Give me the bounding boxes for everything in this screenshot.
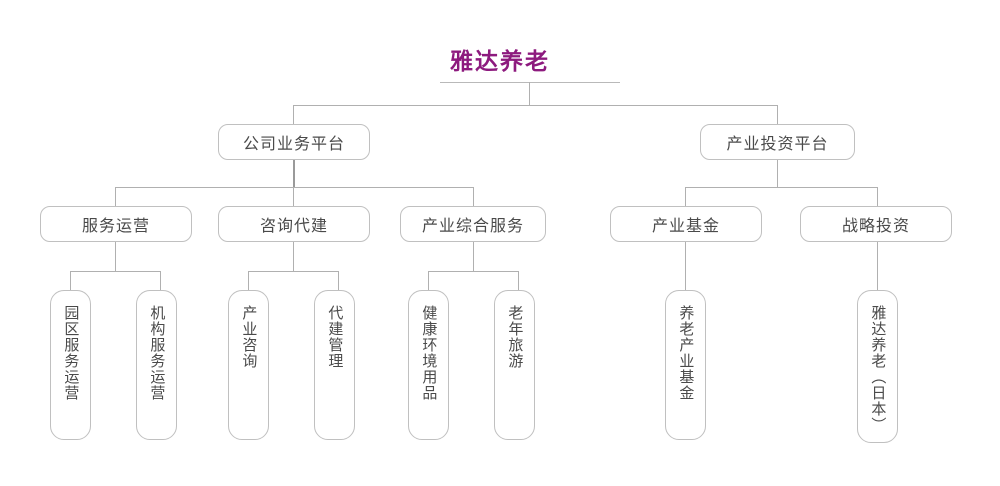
connector-industry-services-bus [428,271,518,272]
node-strategic-investment[interactable]: 战略投资 [800,206,952,242]
node-label: 战略投资 [841,218,910,235]
node-label: 产业基金 [651,218,720,235]
connector-business-to-industry-services [473,187,474,206]
connector-service-ops-stem [115,242,116,271]
node-label: 养老产业基金 [677,305,695,401]
connector-business-bus [115,187,473,188]
chart-title: 雅达养老 [450,48,550,74]
connector-investment-to-strategic [877,187,878,206]
connector-consulting-to-construction-mgmt [338,271,339,290]
node-service-operations[interactable]: 服务运营 [40,206,192,242]
node-industrial-fund[interactable]: 产业基金 [610,206,762,242]
node-label: 产业投资平台 [726,136,829,153]
connector-root-to-investment [777,105,778,124]
node-label: 咨询代建 [259,218,328,235]
connector-consulting-to-industry-consulting [248,271,249,290]
connector-investment-bus [685,187,877,188]
connector-service-ops-to-institution [160,271,161,290]
node-company-business-platform[interactable]: 公司业务平台 [218,124,370,160]
connector-business-stem [293,160,295,187]
connector-investment-stem [777,160,778,187]
node-construction-agency-management[interactable]: 代建管理 [314,290,355,440]
connector-investment-to-fund [685,187,686,206]
title-underline [440,82,620,83]
node-label: 机构服务运营 [148,305,166,401]
node-elderly-care-industry-fund[interactable]: 养老产业基金 [665,290,706,440]
connector-industry-services-to-senior-tourism [518,271,519,290]
connector-root-bus [293,105,777,106]
node-yada-elderly-care-japan[interactable]: 雅达养老（日本） [857,290,898,443]
connector-industry-services-stem [473,242,474,271]
node-label: 公司业务平台 [242,136,345,153]
node-park-service-operations[interactable]: 园区服务运营 [50,290,91,440]
node-label: 产业综合服务 [421,218,524,235]
connector-service-ops-bus [70,271,160,272]
node-label: 产业咨询 [240,305,258,369]
connector-service-ops-to-park [70,271,71,290]
node-label: 服务运营 [81,218,150,235]
node-senior-tourism[interactable]: 老年旅游 [494,290,535,440]
connector-fund-to-elderly-fund [685,242,686,290]
node-label: 老年旅游 [506,305,524,369]
node-consulting-construction[interactable]: 咨询代建 [218,206,370,242]
node-institutional-service-operations[interactable]: 机构服务运营 [136,290,177,440]
connector-business-to-consulting [293,187,294,206]
connector-root-to-business [293,105,294,124]
connector-consulting-stem [293,242,294,271]
connector-consulting-bus [248,271,338,272]
connector-strategic-to-yada-japan [877,242,878,290]
node-label: 健康环境用品 [420,305,438,401]
node-label: 雅达养老（日本） [869,305,887,433]
node-label: 代建管理 [326,305,344,369]
connector-industry-services-to-health-products [428,271,429,290]
node-industry-consulting[interactable]: 产业咨询 [228,290,269,440]
node-health-environment-products[interactable]: 健康环境用品 [408,290,449,440]
connector-business-to-service-ops [115,187,116,206]
connector-root-stem [529,82,530,105]
node-label: 园区服务运营 [62,305,80,401]
node-industrial-investment-platform[interactable]: 产业投资平台 [700,124,855,160]
node-industrial-comprehensive-services[interactable]: 产业综合服务 [400,206,546,242]
